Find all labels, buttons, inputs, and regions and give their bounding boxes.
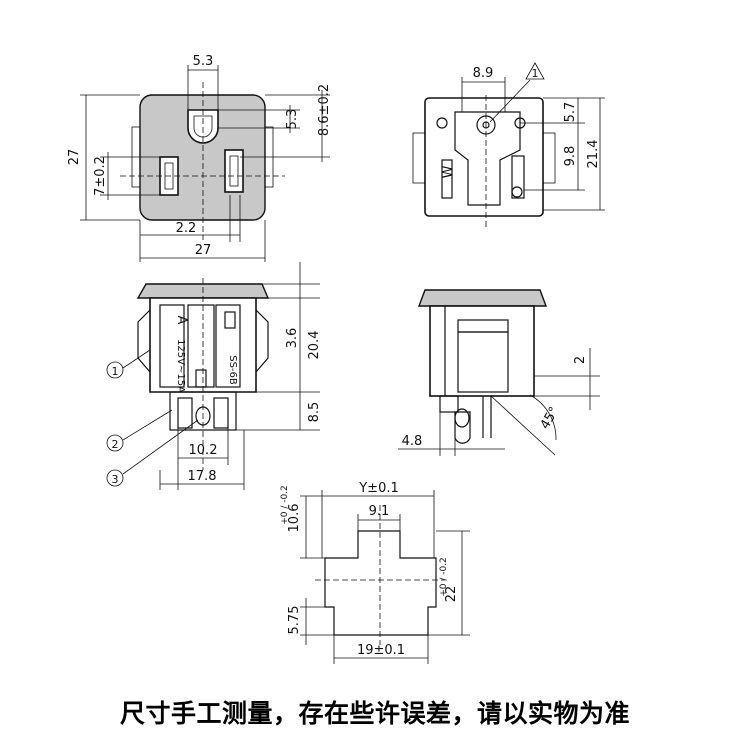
dim-cutout-height: 22 <box>444 586 459 603</box>
dim-terminal-height: 8.5 <box>307 402 322 423</box>
dim-cutout-bottom-width: 19±0.1 <box>357 643 405 658</box>
angle-body <box>429 305 535 397</box>
dim-offset: 4.8 <box>402 434 423 449</box>
panel-cutout: Y±0.1 9.1 10.6 +0 / -0.2 22 +0 / -0.2 5.… <box>280 481 470 664</box>
svg-text:1: 1 <box>112 365 119 378</box>
dim-body-height: 20.4 <box>307 331 322 360</box>
dim-drop: 2 <box>573 356 588 364</box>
dim-cutout-notch: 9.1 <box>369 504 390 519</box>
dim-top-slot-height: 5.3 <box>285 109 300 130</box>
callout-1 <box>106 361 124 379</box>
model-text: SS-6B <box>227 355 238 385</box>
dim-total-width: 27 <box>195 243 212 258</box>
dim-cutout-top-depth: 10.6 <box>287 504 302 533</box>
ground-hole <box>187 109 219 144</box>
dim-top-slot-width: 5.3 <box>193 54 214 69</box>
angle-view: 2 45° 4.8 <box>398 289 600 456</box>
dim-total-height: 27 <box>67 149 82 166</box>
a-mark: A <box>174 316 189 325</box>
dim-blade-width: 2.2 <box>176 221 197 236</box>
dim-top-right-offset: 8.6±0.2 <box>317 84 332 136</box>
dim-outer-width: 17.8 <box>188 469 217 484</box>
right-slot <box>224 149 244 193</box>
dim-cutout-bottom-step: 5.75 <box>287 606 302 635</box>
w-mark: W <box>441 165 456 178</box>
side-view: A 125V~15A SS-6B 3.6 20.4 8.5 10.2 17.8 … <box>106 262 322 490</box>
back-view: W 8.9 1 5.7 9.8 21.4 <box>412 62 605 228</box>
dim-inner-width: 10.2 <box>189 443 218 458</box>
dim-flange: 3.6 <box>285 328 300 349</box>
callout-2 <box>106 434 124 452</box>
dim-angle: 45° <box>538 405 563 432</box>
angle-flange <box>417 289 548 307</box>
dim-cutout-top-width: Y±0.1 <box>358 481 399 496</box>
dim-back-middle: 9.8 <box>563 146 578 167</box>
callout-3 <box>106 469 124 487</box>
dim-back-upper: 5.7 <box>563 102 578 123</box>
rating-text: 125V~15A <box>175 339 186 393</box>
measurement-note: 尺寸手工测量，存在些许误差，请以实物为准 <box>119 699 630 728</box>
front-view: 5.3 5.3 8.6±0.2 27 7±0.2 2.2 27 <box>67 54 332 262</box>
dim-back-top-width: 8.9 <box>473 66 494 81</box>
cutout-outline <box>324 530 437 636</box>
back-terminal-frame <box>454 111 521 206</box>
dim-cutout-height-tol: +0 / -0.2 <box>439 557 449 597</box>
svg-text:2: 2 <box>112 438 119 451</box>
dim-back-total: 21.4 <box>586 140 601 169</box>
warning-mark <box>525 62 545 80</box>
dim-cutout-top-depth-tol: +0 / -0.2 <box>280 485 290 525</box>
svg-text:3: 3 <box>112 473 119 486</box>
dim-slot-height: 7±0.2 <box>93 156 108 196</box>
svg-text:1: 1 <box>532 67 539 80</box>
